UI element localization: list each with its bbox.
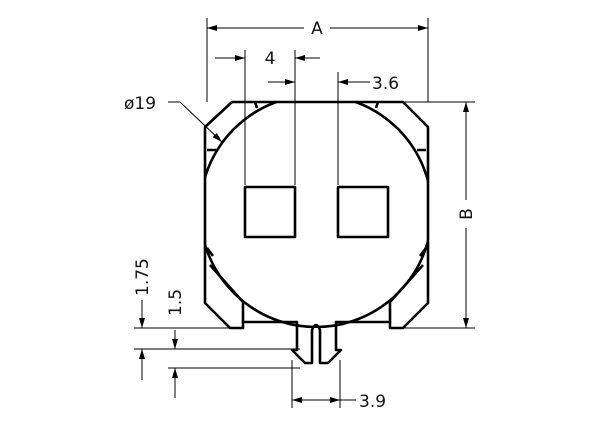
dimension-barb-height: 1.5 bbox=[166, 289, 300, 398]
svg-text:4: 4 bbox=[265, 49, 276, 69]
dimension-b: B bbox=[403, 101, 477, 329]
svg-text:B: B bbox=[457, 208, 477, 220]
body-outline bbox=[203, 100, 430, 365]
diameter-circle bbox=[205, 102, 428, 328]
dimension-a-label: A bbox=[311, 19, 323, 39]
dimension-pad-pitch: 4 bbox=[215, 49, 320, 185]
pad-left bbox=[243, 185, 297, 239]
dimension-a: A bbox=[206, 18, 429, 102]
dimension-pad-gap: 3.6 bbox=[268, 72, 399, 185]
dimension-pin-height: 1.75 bbox=[133, 258, 300, 380]
svg-text:3.9: 3.9 bbox=[359, 392, 386, 412]
svg-text:1.75: 1.75 bbox=[133, 258, 153, 296]
svg-text:3.6: 3.6 bbox=[372, 74, 399, 94]
svg-text:1.5: 1.5 bbox=[166, 289, 186, 316]
svg-text:ø19: ø19 bbox=[124, 94, 156, 114]
dimension-diameter: ø19 bbox=[124, 94, 223, 143]
pad-right bbox=[336, 185, 390, 239]
dimension-pin-width: 3.9 bbox=[291, 360, 386, 412]
